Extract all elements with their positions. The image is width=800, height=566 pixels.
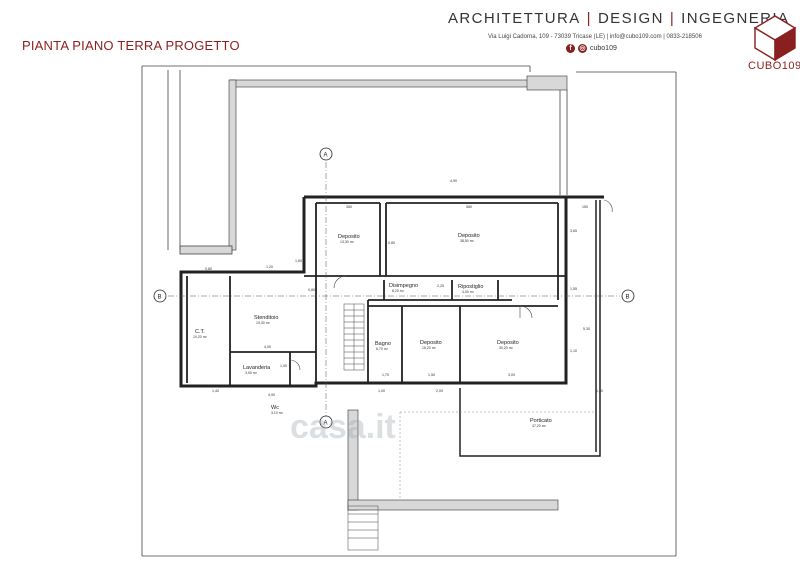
- dimension: 4,90: [268, 393, 275, 397]
- dimension: 1,55: [570, 287, 577, 291]
- dimension: 2,25: [437, 284, 444, 288]
- perimeter-walls: [228, 75, 568, 511]
- room-name: Lavanderia: [243, 365, 271, 371]
- firm-separator: |: [669, 10, 676, 27]
- svg-text:A: A: [324, 421, 328, 427]
- dimension: 1,10: [570, 349, 577, 353]
- room-name: Stenditoio: [254, 315, 278, 321]
- dimension: 1,60: [295, 259, 302, 263]
- watermark: casa.it: [290, 408, 396, 446]
- dimension: 4,90: [450, 179, 457, 183]
- room-area: 19,30 m²: [256, 321, 271, 325]
- room-area: 3,10 m²: [271, 411, 284, 415]
- room-name: Bagno: [375, 341, 391, 347]
- dimension: 4,00: [264, 345, 271, 349]
- social-handle: cubo109: [590, 45, 617, 52]
- room-name: Ripostiglio: [458, 284, 483, 290]
- section-marker-a-bottom: A: [319, 415, 333, 429]
- dimension: 5,30: [583, 327, 590, 331]
- svg-text:B: B: [626, 295, 630, 301]
- room-area: 30,20 m²: [499, 346, 514, 350]
- room-area: 13,30 m²: [340, 240, 355, 244]
- section-lines: [168, 162, 620, 420]
- stairs: [343, 303, 365, 371]
- room-name: Porticato: [530, 418, 552, 424]
- room-name: C.T.: [195, 329, 205, 335]
- room-area: 16,20 m²: [422, 346, 437, 350]
- exterior-steps: [347, 505, 379, 551]
- facebook-icon[interactable]: f: [566, 44, 575, 53]
- dimension: 0,80: [308, 288, 315, 292]
- dimension: 3,65: [570, 229, 577, 233]
- section-marker-b-left: B: [153, 289, 167, 303]
- porticato-outline: [459, 200, 601, 457]
- section-marker-a-top: A: [319, 147, 333, 161]
- dimension: 1,00: [378, 389, 385, 393]
- page-title: PIANTA PIANO TERRA PROGETTO: [22, 38, 240, 53]
- room-area: 47,20 m²: [532, 424, 547, 428]
- dimension: 350: [346, 205, 352, 209]
- firm-word-design: DESIGN: [597, 10, 664, 27]
- room-name: Disimpegno: [389, 283, 418, 289]
- dimension: 1,40: [212, 389, 219, 393]
- firm-word-architettura: ARCHITETTURA: [448, 10, 581, 27]
- dimension: 1,70: [382, 373, 389, 377]
- right-wall: [559, 90, 568, 195]
- dimension: 580: [466, 205, 472, 209]
- room-name: Deposito: [420, 340, 442, 346]
- room-area: 38,50 m²: [460, 239, 475, 243]
- dimension: 2,00: [436, 389, 443, 393]
- interior-walls: [186, 202, 566, 386]
- dimension: 1,50: [428, 373, 435, 377]
- firm-social: f ◎ cubo109: [566, 44, 617, 53]
- dimension: 3,00: [508, 373, 515, 377]
- room-name: Deposito: [458, 233, 480, 239]
- room-area: 6,70 m²: [376, 347, 389, 351]
- room-name: Deposito: [497, 340, 519, 346]
- brand-logo-text: CUBO109: [748, 60, 800, 72]
- doors: [289, 199, 613, 371]
- porticato-hatch: [399, 411, 596, 500]
- instagram-icon[interactable]: ◎: [578, 44, 587, 53]
- dimension: 1,00: [280, 364, 287, 368]
- room-area: 8,20 m²: [392, 289, 405, 293]
- firm-word-ingegneria: INGEGNERIA: [681, 10, 790, 27]
- dimension: 1,20: [266, 265, 273, 269]
- dimension-labels: 350 580 150 3,65 1,55 1,10 4,90 0,80 0,8…: [205, 179, 603, 397]
- section-marker-b-right: B: [621, 289, 635, 303]
- dimension: 0,80: [388, 241, 395, 245]
- room-labels: Deposito 13,30 m² Deposito 38,50 m² Disi…: [193, 233, 552, 428]
- cube-logo: [753, 15, 797, 62]
- room-name: Deposito: [338, 234, 360, 240]
- firm-address: Via Luigi Cadorna, 109 - 73039 Tricase (…: [488, 34, 702, 40]
- room-name: Wc: [271, 405, 279, 411]
- left-enclosure: [167, 70, 233, 255]
- room-area: 4,50 m²: [462, 290, 475, 294]
- dimension: 150: [582, 205, 588, 209]
- dimension: 1,30: [596, 389, 603, 393]
- firm-name: ARCHITETTURA | DESIGN | INGEGNERIA: [448, 10, 789, 27]
- svg-text:B: B: [158, 295, 162, 301]
- dimension: 0,80: [205, 267, 212, 271]
- firm-separator: |: [586, 10, 592, 27]
- room-area: 10,20 m²: [193, 335, 208, 339]
- svg-text:A: A: [324, 153, 328, 159]
- room-area: 3,90 m²: [245, 371, 258, 375]
- site-boundary: [141, 65, 677, 557]
